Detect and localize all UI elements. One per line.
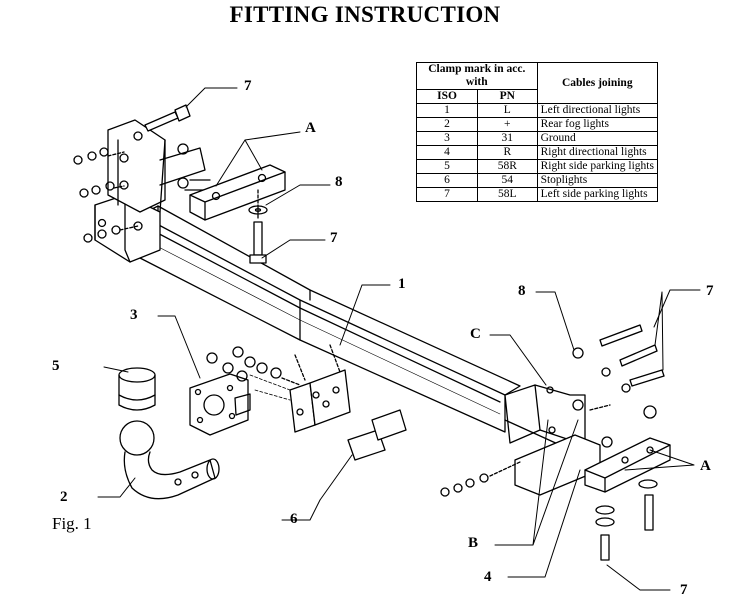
table-row: 3 31 Ground <box>415 131 659 146</box>
washer-and-bolt-8 <box>248 184 331 264</box>
callout-7-left-bolt: 7 <box>330 230 338 246</box>
cable-cell: Stoplights <box>536 173 659 188</box>
callout-7-bottom: 7 <box>680 582 688 598</box>
callout-2: 2 <box>60 489 68 505</box>
ball-cover-part-5 <box>103 366 156 411</box>
iso-cell: 5 <box>415 159 479 174</box>
callout-7-top-left: 7 <box>244 78 252 94</box>
iso-cell: 1 <box>415 103 479 118</box>
cable-cell: Right side parking lights <box>536 159 659 174</box>
pn-cell: + <box>477 117 538 132</box>
callout-a-lower: A <box>700 458 711 474</box>
header-iso: ISO <box>415 89 479 104</box>
callout-8-left: 8 <box>335 174 343 190</box>
callout-b: B <box>468 535 479 551</box>
header-clamp-mark: Clamp mark in acc. with <box>416 62 538 90</box>
iso-cell: 6 <box>415 173 479 188</box>
header-cables-joining: Cables joining <box>536 62 659 104</box>
iso-cell: 7 <box>415 187 479 202</box>
pn-cell: R <box>477 145 538 160</box>
callout-c: C <box>470 326 481 342</box>
iso-cell: 4 <box>415 145 479 160</box>
pn-cell: 54 <box>477 173 538 188</box>
table-row: 6 54 Stoplights <box>415 173 659 188</box>
leader-1 <box>339 284 391 346</box>
flange-part-3 <box>157 315 301 436</box>
tow-ball-neck-part-2 <box>97 420 220 500</box>
cable-cell: Right directional lights <box>536 145 659 160</box>
callout-5: 5 <box>52 358 60 374</box>
center-brackets <box>281 344 407 521</box>
figure-label: Fig. 1 <box>52 514 92 533</box>
callout-7-right: 7 <box>706 283 714 299</box>
cable-cell: Ground <box>536 131 659 146</box>
pn-cell: 31 <box>477 131 538 146</box>
callout-a-upper: A <box>305 120 316 136</box>
page-title: FITTING INSTRUCTION <box>229 2 501 27</box>
left-bracket <box>73 87 238 263</box>
callout-6: 6 <box>290 511 298 527</box>
header-pn: PN <box>477 89 538 104</box>
plate-a-upper <box>189 131 301 221</box>
table-row: 5 58R Right side parking lights <box>415 159 659 174</box>
cable-cell: Left directional lights <box>536 103 659 118</box>
callout-4: 4 <box>484 569 492 585</box>
cable-cell: Left side parking lights <box>536 187 659 202</box>
table-row: 4 R Right directional lights <box>415 145 659 160</box>
table-row: 7 58L Left side parking lights <box>415 187 659 202</box>
table-row: 1 L Left directional lights <box>415 103 659 118</box>
pn-cell: 58R <box>477 159 538 174</box>
cable-table: Clamp mark in acc. with Cables joining I… <box>415 62 659 225</box>
pn-cell: L <box>477 103 538 118</box>
right-bracket <box>440 289 701 497</box>
callout-3: 3 <box>130 307 138 323</box>
iso-cell: 2 <box>415 117 479 132</box>
plate-a-lower <box>494 405 695 591</box>
iso-cell: 3 <box>415 131 479 146</box>
pn-cell: 58L <box>477 187 538 202</box>
cable-cell: Rear fog lights <box>536 117 659 132</box>
callout-1: 1 <box>398 276 406 292</box>
callout-8-right: 8 <box>518 283 526 299</box>
table-row: 2 + Rear fog lights <box>415 117 659 132</box>
